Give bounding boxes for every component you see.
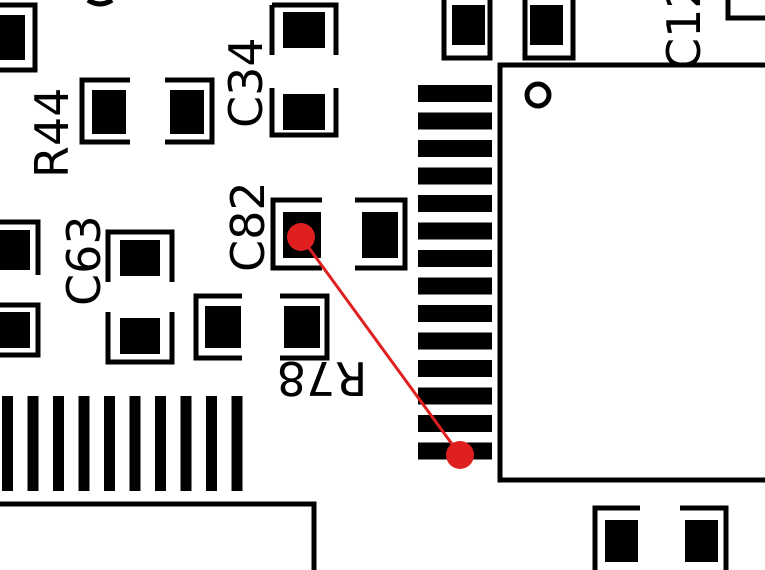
component-c12-outline [725, 0, 765, 21]
partial-outline-top [86, 0, 114, 7]
component-top-middle [441, 0, 576, 61]
connector-pin [206, 396, 217, 491]
connector-pin [53, 396, 64, 491]
pin-row-bottom-left [2, 396, 243, 491]
ic-body [497, 62, 765, 483]
label-r78: R78 [277, 351, 368, 405]
ic-pin-row [418, 85, 492, 460]
connector-pin [231, 396, 243, 491]
ic-pin [418, 250, 492, 267]
pin1-marker [524, 81, 552, 109]
component-bottom-right [592, 505, 729, 570]
ic-pin [418, 140, 492, 157]
ic-pin [418, 195, 492, 212]
capacitor-c34 [269, 2, 339, 138]
connector-pin [27, 396, 39, 491]
ic-pin [418, 332, 492, 350]
ic-pin [418, 167, 492, 185]
connection-end-dot [446, 441, 474, 469]
resistor-r78 [193, 293, 330, 361]
label-c82: C82 [221, 181, 275, 272]
ic-pin [418, 360, 492, 377]
component-top-left [0, 2, 38, 73]
label-c12: C12 [657, 0, 711, 70]
resistor-r44 [79, 77, 215, 145]
connector-pin [155, 396, 166, 491]
ic-pin [418, 305, 492, 322]
ic-pin [418, 387, 492, 405]
capacitor-c63 [105, 229, 175, 365]
ic-pin [418, 415, 492, 432]
ic-pin [418, 112, 492, 130]
connection-line [299, 236, 462, 456]
connector-pin [129, 396, 141, 491]
connector-pin [104, 396, 115, 491]
label-c34: C34 [219, 37, 273, 128]
connector-pin [2, 396, 13, 491]
outline-bottom-left [0, 501, 317, 570]
ic-pin [418, 85, 492, 102]
ic-pin [418, 277, 492, 295]
ic-pin [418, 222, 492, 240]
connector-pin [180, 396, 192, 491]
label-c63: C63 [57, 215, 111, 306]
connector-pin [78, 396, 90, 491]
label-r44: R44 [25, 88, 79, 179]
connection-start-dot [287, 223, 315, 251]
connection-indicator [287, 223, 474, 469]
component-left-edge [0, 219, 41, 358]
